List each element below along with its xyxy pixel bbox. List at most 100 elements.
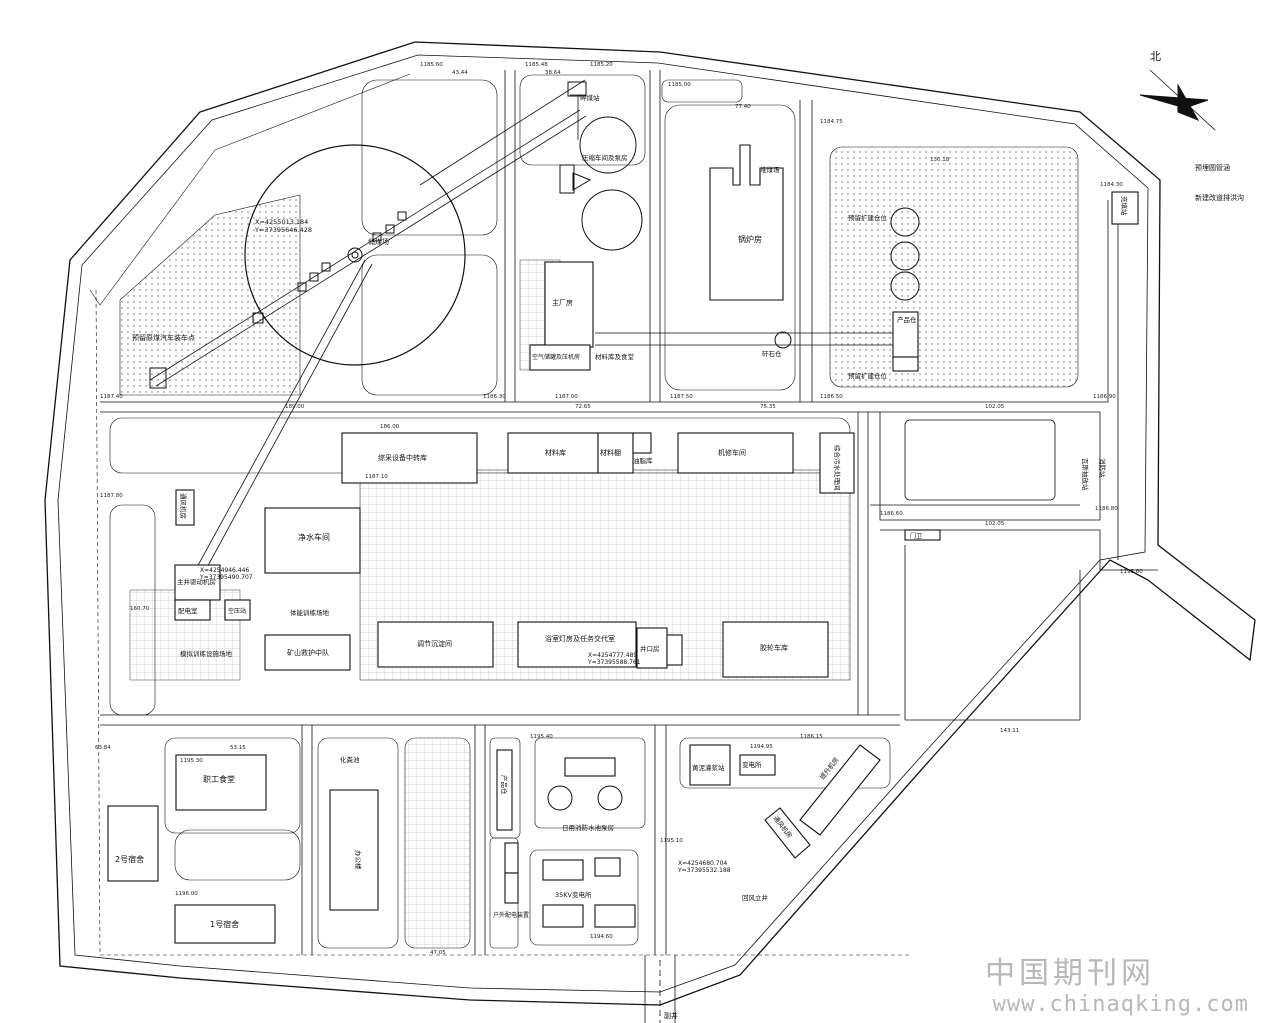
elevation-value: 1195.30 — [180, 758, 203, 764]
dimension-value: 38.64 — [545, 70, 561, 76]
backfill-label: 充填站 — [1120, 196, 1129, 216]
elevation-value: 1187.00 — [555, 394, 578, 400]
elevation-value: 1186.90 — [1093, 394, 1116, 400]
elevation-value: 1186.30 — [483, 394, 506, 400]
material-canteen-label: 材料库及食堂 — [595, 352, 635, 361]
gangue-bin-label: 矸石仓 — [762, 349, 782, 358]
main-hoist-label: 主井驱动机房 — [177, 577, 216, 586]
tanks — [547, 116, 920, 811]
coal-point-label: 预留原煤汽车装车点 — [132, 333, 195, 342]
dimension-value: 63.84 — [95, 745, 111, 751]
watermark-url: www.chinaqking.com — [992, 992, 1249, 1017]
substation-label: 35KV变电所 — [555, 890, 592, 899]
dimension-value: 77.40 — [735, 104, 751, 110]
dimension-value: 47.05 — [430, 950, 446, 956]
north-label: 北 — [1150, 50, 1161, 63]
reserve-bin-label: 预留扩建仓位 — [848, 213, 888, 222]
canteen-label: 职工食堂 — [203, 774, 235, 784]
training-label: 体能训练场地 — [290, 608, 330, 617]
fan-label: 通风机房 — [179, 493, 188, 519]
north-arrow — [1139, 69, 1216, 131]
coal-yard-group — [149, 81, 592, 585]
oil-label: 油脂库 — [633, 456, 653, 465]
water-treat-label: 综合污水处理间 — [833, 445, 842, 491]
materials2-label: 材料棚 — [600, 448, 621, 457]
elevation-value: 1187.50 — [670, 394, 693, 400]
site-boundary — [44, 41, 1256, 1006]
elevation-value: 1195.40 — [530, 734, 553, 740]
process-conveyors — [419, 79, 1119, 560]
elevation-value: 1187.40 — [100, 394, 123, 400]
bath-label: 浴室灯房及任务交代室 — [545, 634, 615, 643]
south-well-label: 回风立井 — [742, 893, 769, 902]
dimension-value: 75.35 — [760, 404, 776, 410]
road-network — [100, 70, 1158, 955]
dimension-value: 186.00 — [380, 424, 400, 430]
crushing-label: 碎煤站 — [580, 93, 600, 102]
combo-repair-label: 综采设备中转库 — [378, 453, 427, 462]
coord-c7: X=4254680.704 — [678, 860, 727, 867]
elevation-value: 1186.80 — [1095, 506, 1118, 512]
reserve-bin2-label: 预留扩建仓位 — [848, 371, 888, 380]
elevation-value: 1186.15 — [800, 734, 823, 740]
regulator-label: 调节沉淀间 — [417, 639, 452, 648]
office-label: 办公楼 — [354, 850, 363, 870]
well-room-label: 井口房 — [640, 644, 660, 653]
fire-station-label: 消防站 — [1098, 458, 1107, 478]
elevation-value: 1185.00 — [668, 82, 691, 88]
dorm1-label: 1号宿舍 — [210, 919, 239, 929]
lot-outlines — [109, 74, 891, 949]
mud-station-label: 黄泥灌浆站 — [692, 763, 725, 772]
cooling-label: 化粪池 — [340, 755, 360, 764]
main-plant-label: 主厂房 — [552, 298, 573, 307]
building-outlines — [107, 144, 1139, 944]
water-purify-label: 净水车间 — [298, 532, 330, 542]
dimension-value: 102.05 — [985, 521, 1005, 527]
product-bin-label: 产品仓 — [897, 315, 917, 324]
materials-label: 材料库 — [545, 448, 566, 457]
elevation-value: 1194.60 — [590, 934, 613, 940]
elevation-value: 1195.10 — [660, 838, 683, 844]
compress-small-label: 空压站 — [228, 607, 246, 615]
coord-c3: X=4254946.446 — [200, 567, 249, 574]
coal-yard-label: 储煤场 — [368, 237, 389, 246]
elevation-value: 1194.95 — [750, 744, 773, 750]
dimension-value: 189.00 — [285, 404, 305, 410]
outdoor-sub-label: 户外配电装置 — [493, 911, 529, 919]
elevation-value: 1186.60 — [880, 511, 903, 517]
coord-c6: Y=37395588.761 — [587, 659, 641, 666]
dimension-value: 130.18 — [930, 157, 950, 163]
dimension-value: 72.65 — [575, 404, 591, 410]
south-road — [644, 955, 676, 1023]
training2-label: 模拟训练设施场地 — [180, 649, 233, 658]
elevation-value: 1187.80 — [100, 493, 123, 499]
sub2-label: 变电所 — [742, 760, 762, 769]
compressor-label: 压缩车间及泵房 — [582, 153, 628, 162]
ditch-label: 新建改道排洪沟 — [1195, 193, 1244, 202]
security-label: 门卫 — [910, 532, 922, 540]
labels: 北 预埋圆管涵 新建改道排洪沟 预留原煤汽车装车点 X=4255013.184 … — [115, 50, 1244, 1020]
elevation-value: 1185.60 — [420, 62, 443, 68]
coord-c4: Y=37395490.707 — [199, 574, 253, 581]
power-room-label: 配电室 — [178, 606, 198, 615]
dorm2-label: 2号宿舍 — [115, 854, 144, 864]
coord-c2: Y=37395646.428 — [254, 226, 312, 234]
elevation-value: 1195.60 — [1120, 569, 1143, 575]
pipe-label: 预埋圆管涵 — [1195, 163, 1230, 172]
watermark-cn: 中国期刊网 — [985, 956, 1155, 991]
cargo-label: 产品仓 — [500, 775, 509, 795]
dimension-value: 43.44 — [452, 70, 468, 76]
machine-shop-label: 机修车间 — [718, 448, 746, 457]
elevation-value: 1186.50 — [820, 394, 843, 400]
elevation-value: 1196.00 — [175, 891, 198, 897]
dimension-value: 102.05 — [985, 404, 1005, 410]
well-label: 副井 — [664, 1011, 678, 1020]
coord-c5: X=4254777.489 — [588, 652, 637, 659]
dimension-value: 160.70 — [130, 606, 150, 612]
elevation-value: 1187.10 — [365, 474, 388, 480]
dimension-value: 53.15 — [230, 745, 246, 751]
elevation-value: 1185.48 — [525, 62, 548, 68]
heap-label: 堆煤场 — [760, 165, 780, 174]
